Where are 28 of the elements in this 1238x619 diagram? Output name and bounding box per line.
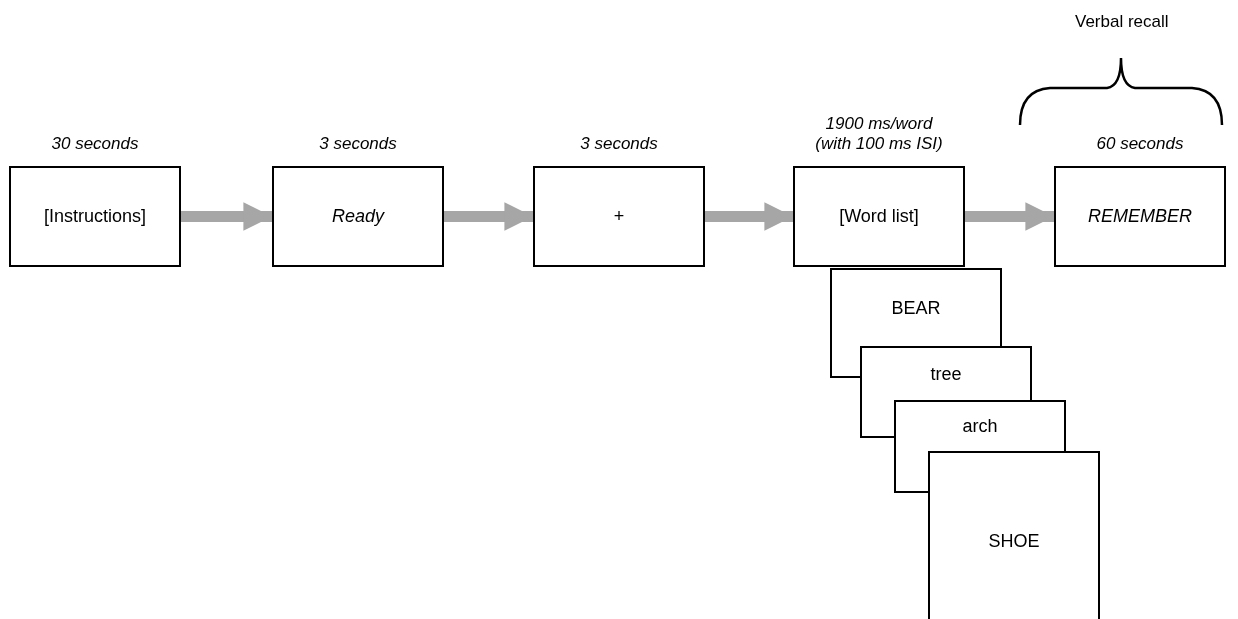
phase-label: Verbal recall bbox=[1075, 12, 1169, 32]
duration-label: 60 seconds bbox=[1095, 134, 1185, 154]
screen-box bbox=[793, 166, 965, 267]
duration-label: 3 seconds bbox=[318, 134, 398, 154]
screen-box bbox=[533, 166, 705, 267]
duration-label: 30 seconds bbox=[50, 134, 140, 154]
screen-text: [Instructions] bbox=[43, 206, 146, 227]
screen-text: Ready bbox=[332, 206, 384, 227]
screen-text: + bbox=[613, 206, 625, 227]
duration-label: 1900 ms/word (with 100 ms ISI) bbox=[814, 114, 944, 154]
screen-box bbox=[894, 400, 1066, 451]
arrow bbox=[181, 202, 272, 231]
screen-text: tree bbox=[930, 363, 962, 385]
screen-text: arch bbox=[962, 416, 998, 437]
screen-text: SHOE bbox=[988, 530, 1040, 552]
screen-box bbox=[9, 166, 181, 267]
arrow bbox=[444, 202, 533, 231]
screen-text: REMEMBER bbox=[1088, 206, 1192, 227]
arrow bbox=[705, 202, 793, 231]
screen-box bbox=[830, 268, 1002, 346]
screen-box bbox=[272, 166, 444, 267]
duration-label: 3 seconds bbox=[579, 134, 659, 154]
screen-box bbox=[860, 346, 1032, 400]
screen-text: [Word list] bbox=[839, 206, 919, 227]
screen-box bbox=[1054, 166, 1226, 267]
screen-text: BEAR bbox=[891, 297, 941, 319]
screen-box bbox=[928, 451, 1100, 619]
arrow bbox=[965, 202, 1054, 231]
